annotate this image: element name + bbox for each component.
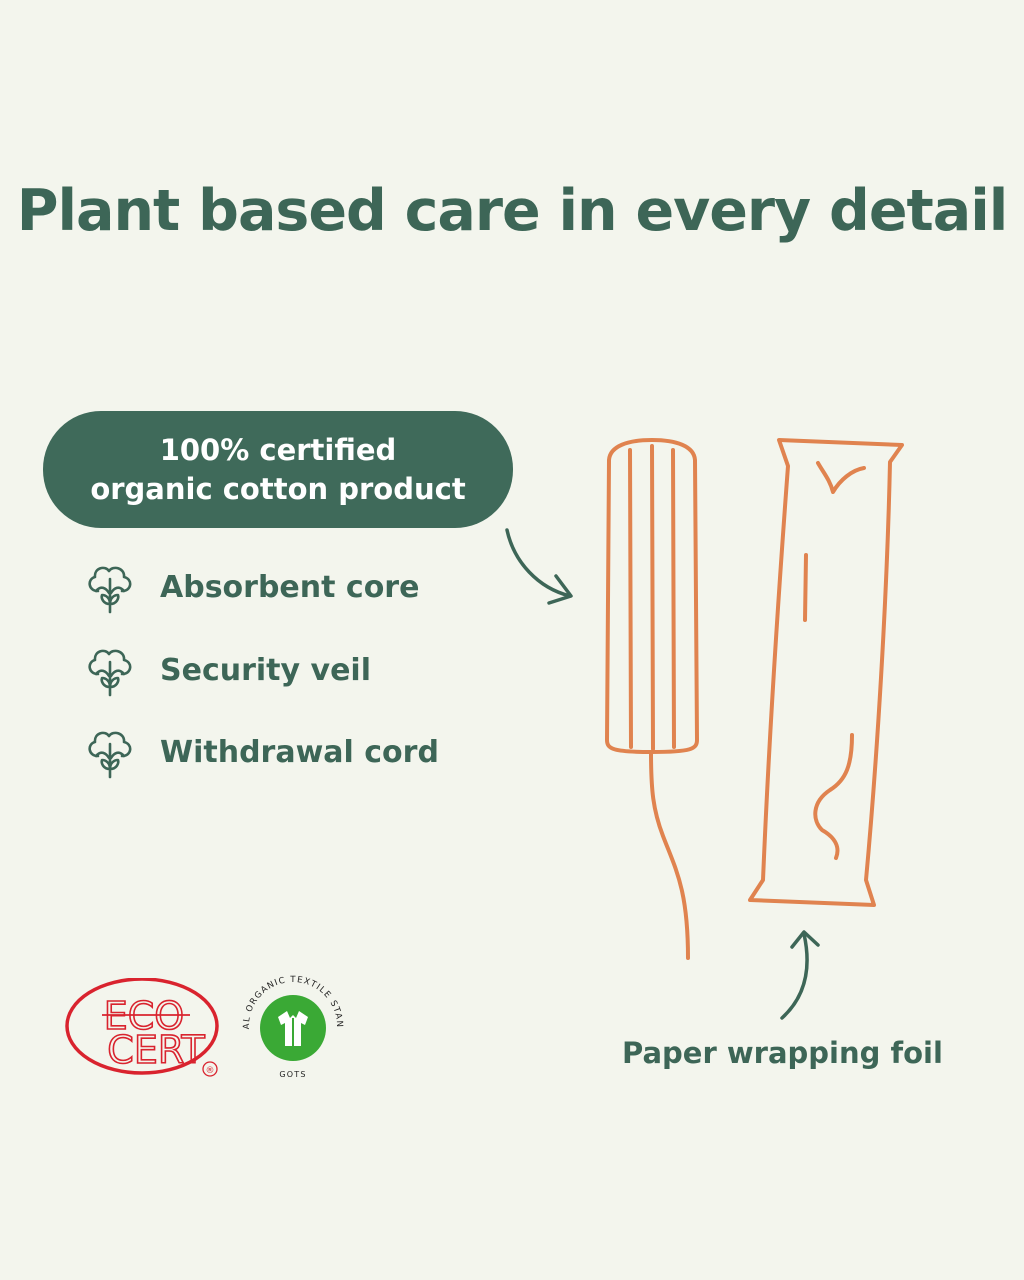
tampon-illustration — [605, 438, 699, 960]
page-title: Plant based care in every detail — [16, 178, 1009, 244]
badge-line-1: 100% certified — [159, 432, 397, 467]
ecocert-logo: ECO CERT ® — [65, 978, 219, 1077]
registered-mark: ® — [206, 1066, 215, 1076]
feature-label: Withdrawal cord — [160, 734, 439, 770]
feature-label: Security veil — [160, 652, 371, 688]
feature-label: Absorbent core — [160, 569, 420, 605]
organic-cotton-badge: 100% certified organic cotton product — [43, 411, 513, 528]
cotton-flower-icon — [88, 731, 132, 779]
badge-line-2: organic cotton product — [90, 471, 466, 506]
wrapper-arrow-icon — [780, 930, 820, 1020]
cotton-flower-icon — [88, 566, 132, 614]
pointer-arrow-icon — [505, 528, 573, 605]
gots-logo: GLOBAL ORGANIC TEXTILE STANDARD GOTS — [233, 970, 347, 1080]
ecocert-line-1: ECO — [104, 994, 184, 1038]
feature-item-absorbent-core: Absorbent core — [84, 560, 419, 614]
cotton-flower-icon — [88, 649, 132, 697]
feature-item-security-veil: Security veil — [84, 643, 371, 697]
paper-wrapper-illustration — [748, 438, 904, 907]
wrapping-caption: Paper wrapping foil — [622, 1036, 943, 1070]
ecocert-line-2: CERT — [107, 1028, 205, 1072]
feature-item-withdrawal-cord: Withdrawal cord — [84, 725, 439, 779]
gots-bottom-text: GOTS — [279, 1070, 306, 1079]
